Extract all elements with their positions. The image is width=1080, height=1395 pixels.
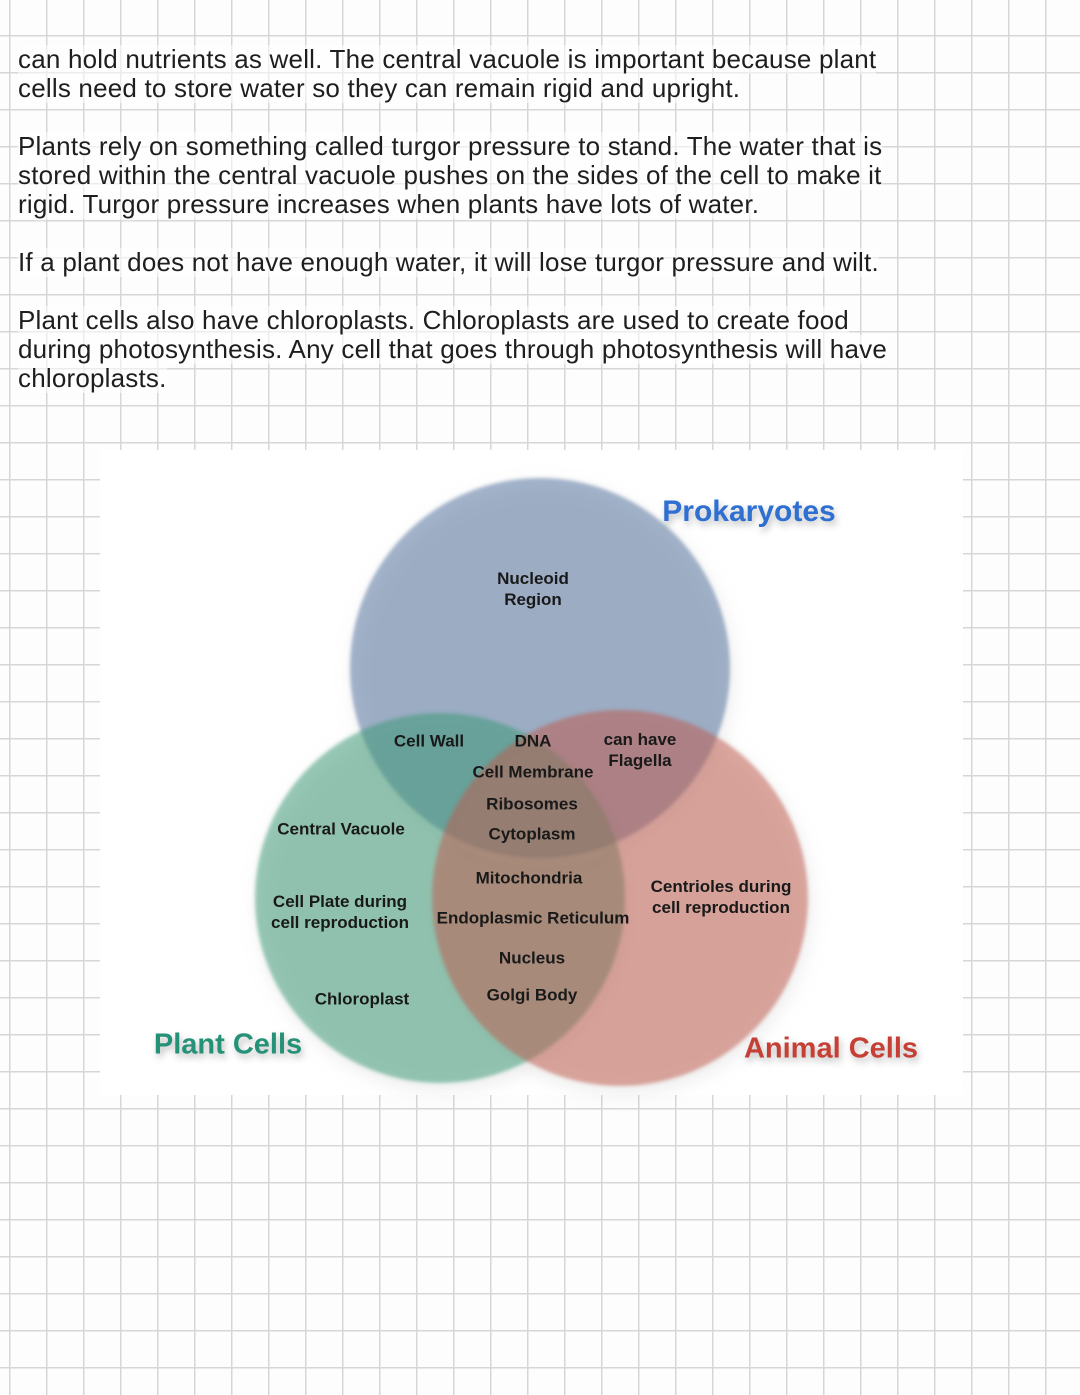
label-ribosomes: Ribosomes: [486, 794, 578, 814]
note-text: can hold nutrients as well. The central …: [18, 45, 1028, 422]
text-line: Plants rely on something called turgor p…: [18, 131, 883, 161]
label-cell-plate: Cell Plate during cell reproduction: [271, 892, 409, 932]
text-line: can hold nutrients as well. The central …: [18, 44, 877, 74]
text-line: rigid. Turgor pressure increases when pl…: [18, 189, 760, 219]
text-line: Plant cells also have chloroplasts. Chlo…: [18, 305, 849, 335]
venn-circles: [255, 478, 808, 1086]
text-line: cells need to store water so they can re…: [18, 73, 741, 103]
label-nucleus: Nucleus: [498, 948, 566, 968]
text-line: during photosynthesis. Any cell that goe…: [18, 334, 887, 364]
label-dna: DNA: [514, 731, 552, 751]
label-cell-membrane: Cell Membrane: [472, 762, 594, 782]
label-golgi-body: Golgi Body: [486, 985, 578, 1005]
label-cell-wall: Cell Wall: [393, 731, 465, 751]
label-can-have-flagella: can have Flagella: [603, 730, 677, 770]
label-central-vacuole: Central Vacuole: [277, 819, 405, 839]
paragraph: Plant cells also have chloroplasts. Chlo…: [18, 306, 1028, 393]
text-line: chloroplasts.: [18, 363, 167, 393]
animal-cells-title: Animal Cells: [743, 1032, 919, 1065]
label-chloroplast: Chloroplast: [314, 989, 410, 1009]
label-nucleoid-region: Nucleoid Region: [497, 569, 569, 609]
paragraph: Plants rely on something called turgor p…: [18, 132, 1028, 219]
plant-cells-title: Plant Cells: [153, 1028, 303, 1061]
text-line: stored within the central vacuole pushes…: [18, 160, 882, 190]
label-cytoplasm: Cytoplasm: [488, 824, 576, 844]
venn-diagram-figure: Prokaryotes Plant Cells Animal Cells Nuc…: [100, 450, 963, 1095]
paragraph: If a plant does not have enough water, i…: [18, 248, 1028, 277]
label-mitochondria: Mitochondria: [475, 868, 583, 888]
text-line: If a plant does not have enough water, i…: [18, 247, 879, 277]
label-endoplasmic-reticulum: Endoplasmic Reticulum: [436, 908, 630, 928]
paragraph: can hold nutrients as well. The central …: [18, 45, 1028, 103]
label-centrioles: Centrioles during cell reproduction: [650, 877, 792, 917]
prokaryotes-title: Prokaryotes: [662, 495, 836, 528]
animal-cells-circle: [432, 710, 808, 1086]
